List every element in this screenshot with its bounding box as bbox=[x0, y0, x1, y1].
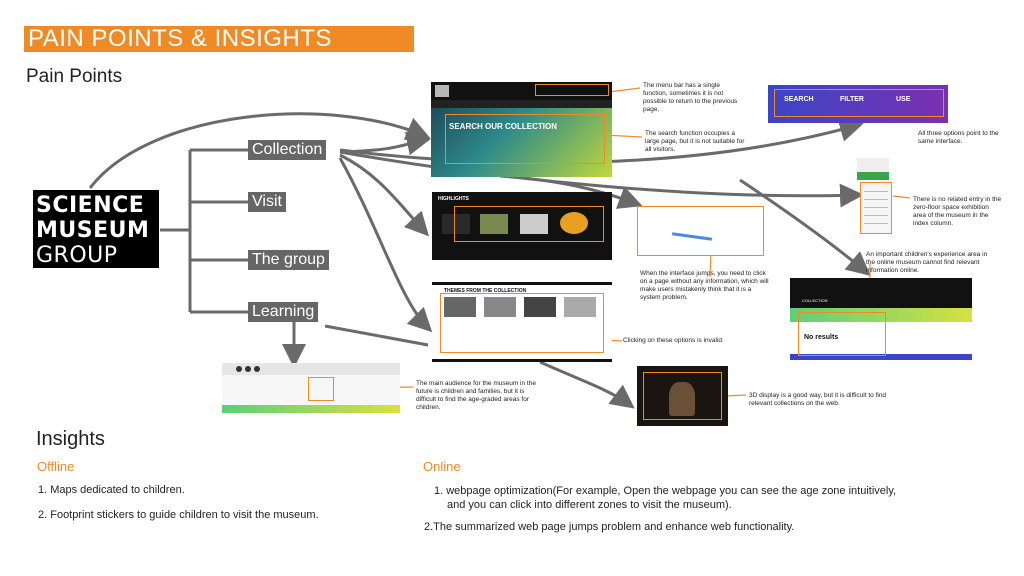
no-results-screenshot: COLLECTION No results bbox=[790, 278, 972, 360]
menu-bar-highlight bbox=[535, 84, 609, 96]
online-label: Online bbox=[423, 459, 461, 474]
search-filter-use-screenshot: SEARCH FILTER USE bbox=[768, 85, 948, 123]
nav-box-learning: Learning bbox=[248, 302, 319, 322]
insights-heading: Insights bbox=[36, 428, 105, 450]
annotation-search-large: The search function occupies a large pag… bbox=[645, 130, 745, 153]
annotation-menu-bar: The menu bar has a single function, some… bbox=[643, 82, 738, 113]
offline-item-2: 2. Footprint stickers to guide children … bbox=[38, 509, 319, 521]
offline-label: Offline bbox=[37, 459, 75, 474]
nav-box-visit: Visit bbox=[248, 192, 286, 212]
3d-display-screenshot bbox=[637, 366, 728, 426]
highlights-title: HIGHLIGHTS bbox=[438, 196, 469, 202]
online-item-1-cont: and you can click into different zones t… bbox=[447, 499, 732, 511]
annotation-3d-display: 3D display is a good way, but it is diff… bbox=[749, 392, 887, 407]
no-results-highlight bbox=[798, 312, 886, 356]
search-area-highlight bbox=[445, 114, 605, 164]
collection-screenshot: SEARCH OUR COLLECTION bbox=[431, 82, 612, 177]
highlights-items-highlight bbox=[454, 206, 604, 242]
offline-item-1: 1. Maps dedicated to children. bbox=[38, 484, 185, 496]
themes-options-highlight bbox=[440, 293, 604, 353]
filter-label: FILTER bbox=[840, 96, 864, 103]
3d-display-highlight bbox=[643, 372, 722, 420]
collection-label: COLLECTION bbox=[790, 298, 972, 308]
logo-line-3: GROUP bbox=[36, 243, 118, 268]
search-label: SEARCH bbox=[784, 96, 814, 103]
blank-jump-page bbox=[637, 206, 764, 256]
tree-connector bbox=[160, 148, 248, 314]
online-item-1: 1. webpage optimization(For example, Ope… bbox=[434, 485, 897, 497]
learning-screenshot bbox=[222, 363, 400, 413]
pain-points-heading: Pain Points bbox=[26, 66, 123, 87]
age-graded-highlight bbox=[308, 377, 334, 401]
page-title: PAIN POINTS & INSIGHTS bbox=[24, 26, 414, 52]
use-label: USE bbox=[896, 96, 911, 103]
online-item-2: 2.The summarized web page jumps problem … bbox=[424, 521, 795, 533]
highlights-screenshot: HIGHLIGHTS bbox=[432, 192, 612, 260]
themes-title: THEMES FROM THE COLLECTION bbox=[444, 288, 527, 294]
arc-logo-to-collection bbox=[88, 112, 431, 189]
nav-box-collection: Collection bbox=[248, 140, 327, 160]
nav-box-the-group: The group bbox=[248, 250, 329, 270]
annotation-options-invalid: Clicking on these options is invalid. bbox=[623, 337, 724, 344]
collection-hero-title: SEARCH OUR COLLECTION bbox=[449, 122, 557, 131]
annotation-children-area: An important children's experience area … bbox=[866, 251, 988, 274]
annotation-three-options: All three options point to the same inte… bbox=[918, 130, 999, 145]
index-header-screenshot bbox=[857, 158, 889, 180]
index-column-screenshot bbox=[860, 182, 892, 234]
logo-line-2: MUSEUM bbox=[36, 218, 150, 243]
annotation-children-audience: The main audience for the museum in the … bbox=[416, 380, 536, 411]
annotation-no-entry: There is no related entry in the zero-fl… bbox=[913, 196, 1002, 227]
themes-screenshot: THEMES FROM THE COLLECTION bbox=[432, 282, 612, 362]
logo-line-1: SCIENCE bbox=[36, 193, 145, 218]
science-museum-logo: SCIENCE MUSEUM GROUP bbox=[33, 190, 159, 268]
three-options-highlight bbox=[774, 89, 944, 117]
annotation-interface-jumps: When the interface jumps, you need to cl… bbox=[640, 270, 769, 301]
no-results-title: No results bbox=[804, 334, 839, 341]
